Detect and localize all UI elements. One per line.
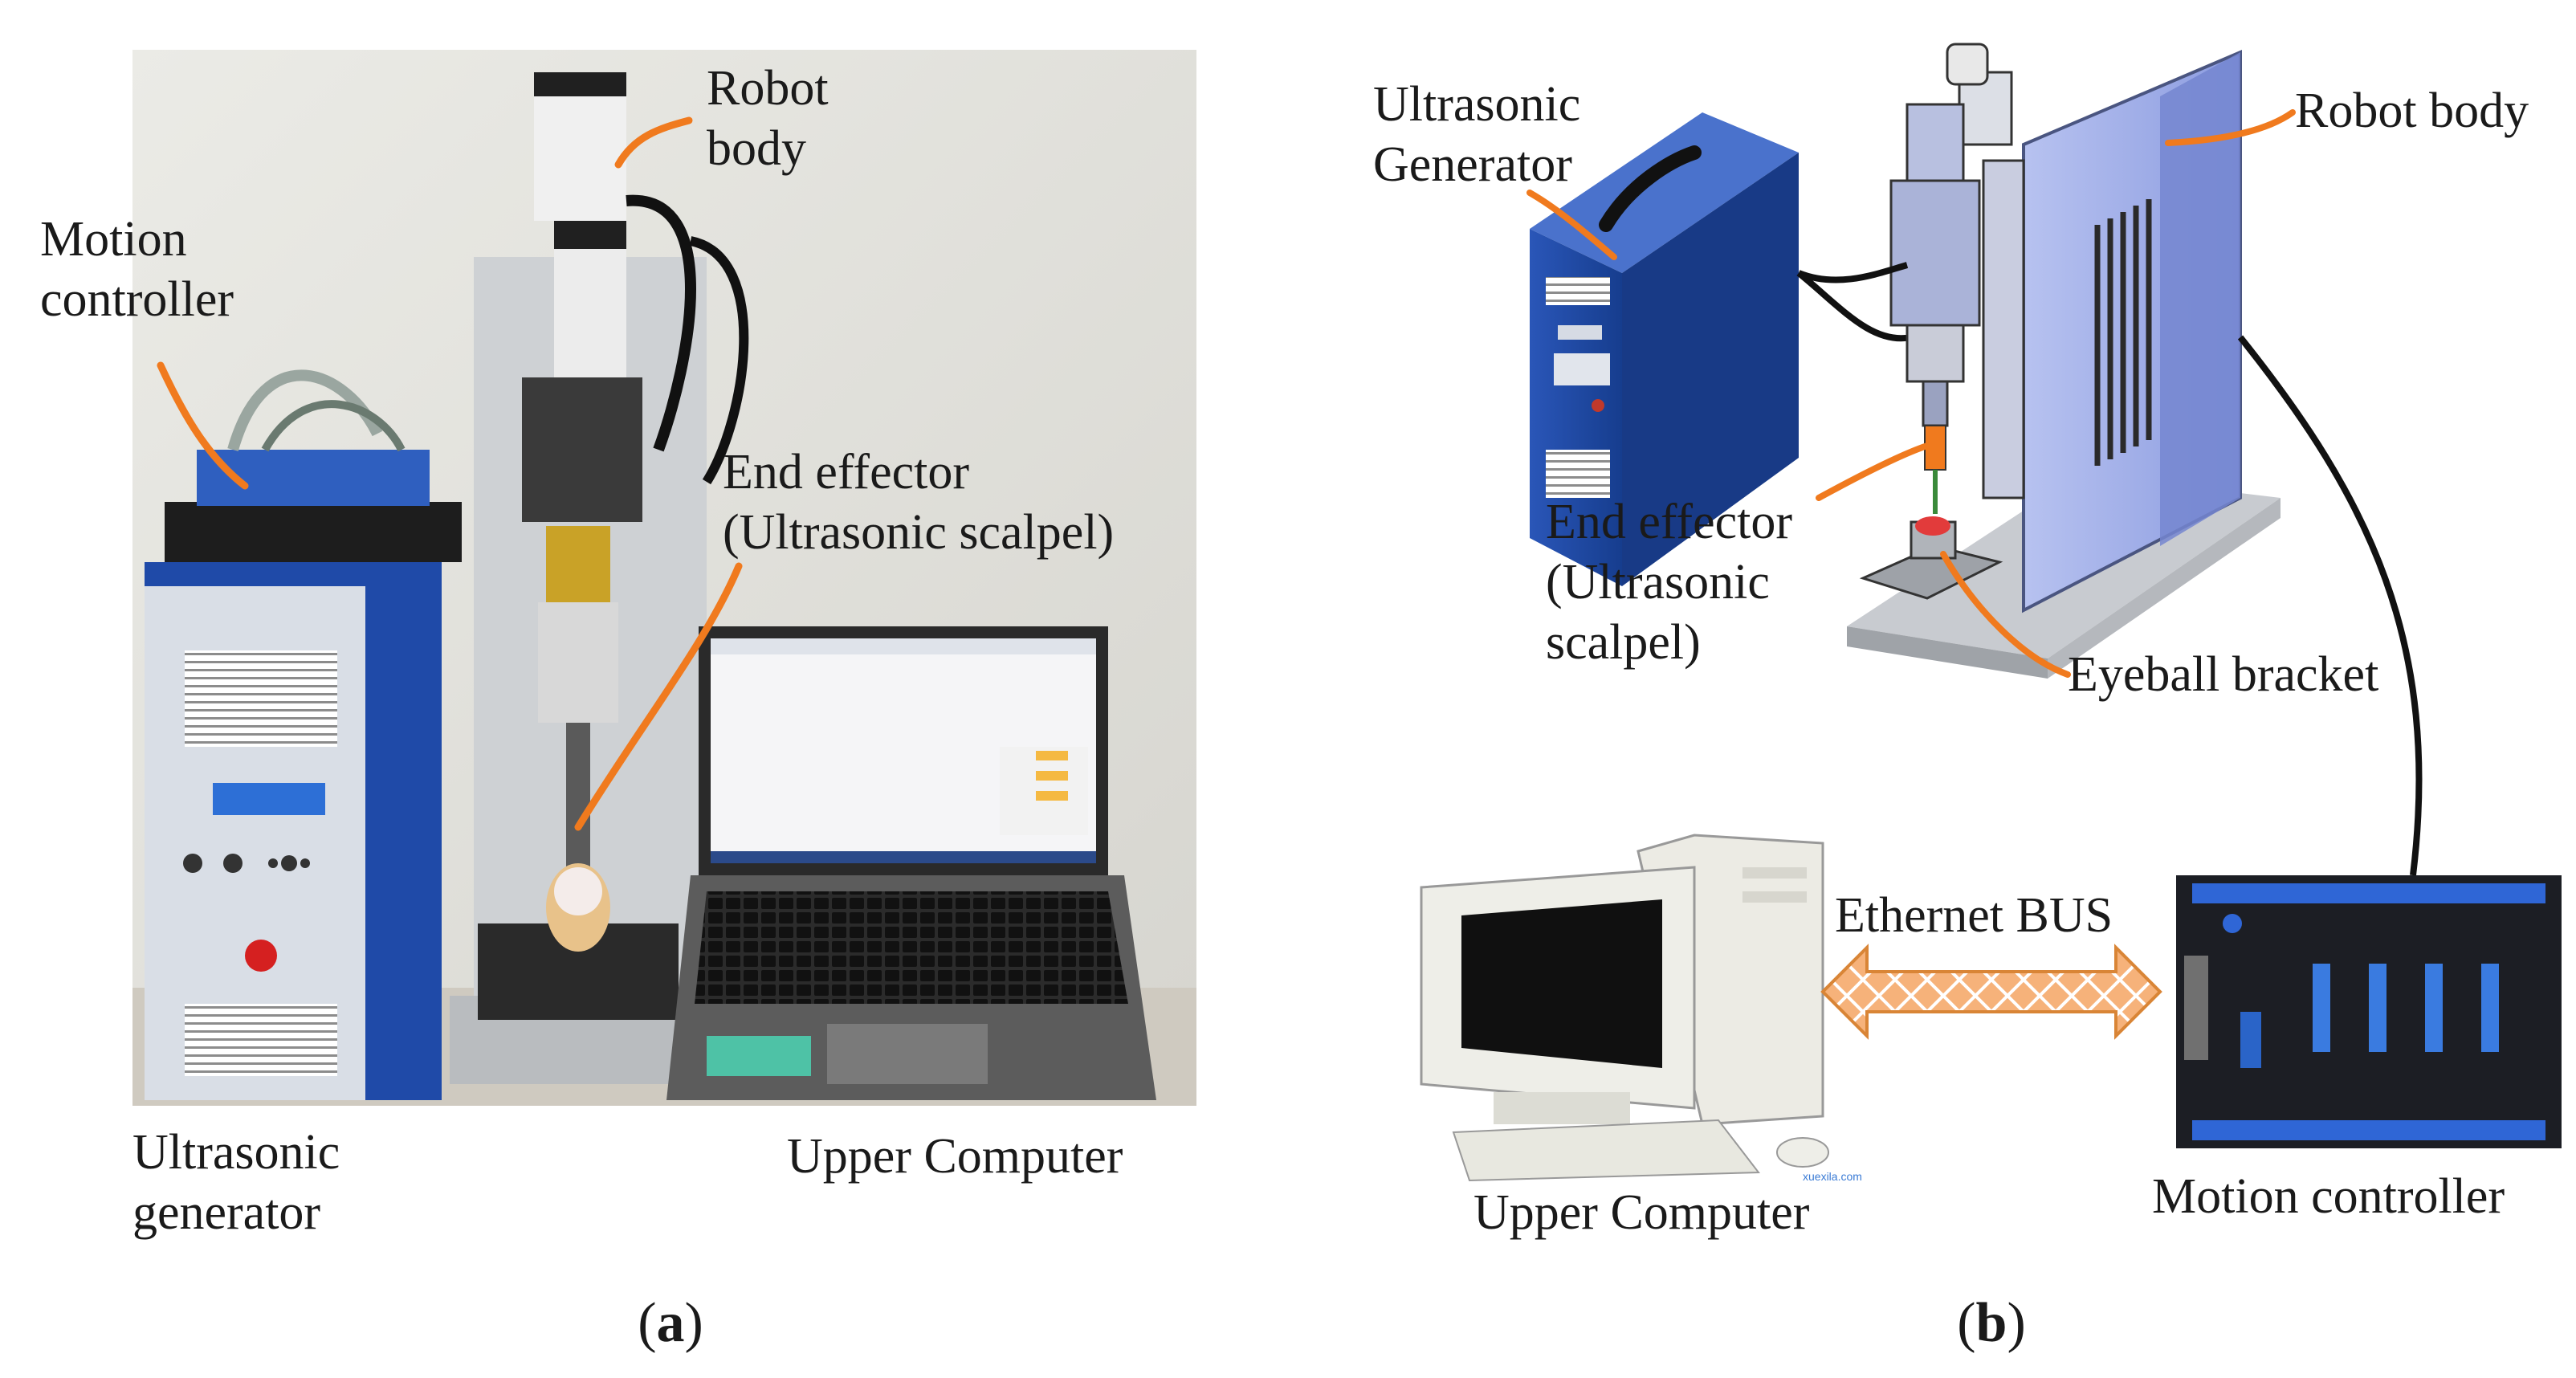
label-ultrasonic-generator-b-line2: Generator	[1373, 137, 1572, 192]
photo-upper-computer-laptop	[666, 626, 1156, 1100]
label-motion-controller-a-line2: controller	[40, 272, 234, 327]
label-upper-computer-b: Upper Computer	[1473, 1185, 1810, 1240]
eyeball-bracket-illustration	[1859, 516, 2003, 600]
panel-b-labels: Ultrasonic Generator Robot body End effe…	[1373, 77, 2529, 1240]
leader-end-effector-b	[1816, 442, 1930, 501]
leader-ultrasonic-generator-b	[1526, 190, 1617, 260]
watermark: xuexila.com	[1803, 1170, 1862, 1183]
label-ethernet-bus: Ethernet BUS	[1835, 888, 2113, 943]
upper-computer-illustration: xuexila.com	[1420, 834, 1862, 1183]
label-end-effector-b-line1: End effector	[1546, 495, 1792, 549]
leader-end-effector-a	[574, 562, 743, 831]
label-robot-body-a-line1: Robot	[707, 61, 829, 116]
panel-a-photo	[132, 50, 1196, 1106]
caption-b-open: (	[1957, 1292, 1975, 1354]
label-ultrasonic-generator-a-line1: Ultrasonic	[132, 1125, 340, 1180]
label-end-effector-b-line3: scalpel)	[1546, 615, 1701, 670]
caption-a: (a)	[638, 1292, 703, 1354]
label-eyeball-bracket-b: Eyeball bracket	[2068, 647, 2378, 702]
photo-ultrasonic-generator	[145, 562, 442, 1100]
caption-a-letter: a	[657, 1292, 685, 1354]
label-robot-body-b: Robot body	[2295, 84, 2529, 138]
leader-robot-body-b	[2165, 109, 2296, 146]
panel-a-labels: Robot body Motion controller End effecto…	[40, 61, 1123, 1240]
label-motion-controller-a-line1: Motion	[40, 212, 187, 267]
panel-a: Robot body Motion controller End effecto…	[40, 50, 1196, 1354]
label-end-effector-a-line2: (Ultrasonic scalpel)	[723, 505, 1114, 560]
motion-controller-illustration	[2176, 875, 2562, 1148]
label-end-effector-b-line2: (Ultrasonic	[1546, 555, 1770, 610]
label-ultrasonic-generator-b-line1: Ultrasonic	[1373, 77, 1580, 132]
heat-sink-fins	[2094, 199, 2152, 466]
ethernet-bus-arrow	[1820, 944, 2162, 1040]
leader-motion-controller-a	[157, 361, 249, 490]
label-robot-body-a-line2: body	[707, 121, 806, 176]
caption-a-close: )	[685, 1292, 703, 1354]
caption-b-close: )	[2007, 1292, 2025, 1354]
leader-robot-body-a	[614, 116, 693, 169]
label-ultrasonic-generator-a-line2: generator	[132, 1185, 320, 1240]
caption-b-letter: b	[1976, 1292, 2007, 1354]
ultrasonic-generator-illustration	[1530, 112, 1912, 586]
caption-a-open: (	[638, 1292, 656, 1354]
label-end-effector-a-line1: End effector	[723, 445, 969, 499]
leader-eyeball-bracket-b	[1940, 551, 2071, 678]
robot-body-illustration	[1797, 43, 2423, 876]
panel-b: xuexila.com Ultrasonic Generator Rob	[1373, 43, 2562, 1354]
label-upper-computer-a: Upper Computer	[787, 1129, 1123, 1184]
label-motion-controller-b: Motion controller	[2152, 1169, 2505, 1224]
caption-b: (b)	[1957, 1292, 2026, 1354]
